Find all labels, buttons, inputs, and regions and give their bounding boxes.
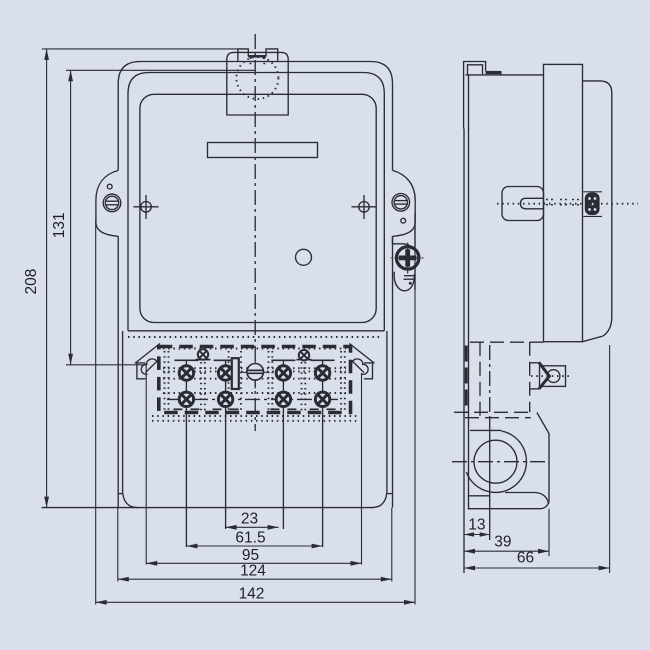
svg-text:61.5: 61.5 bbox=[235, 529, 265, 546]
svg-text:66: 66 bbox=[517, 549, 534, 566]
svg-text:124: 124 bbox=[240, 563, 266, 580]
svg-text:95: 95 bbox=[242, 547, 259, 564]
svg-text:39: 39 bbox=[494, 534, 511, 551]
svg-text:23: 23 bbox=[241, 510, 258, 527]
svg-text:131: 131 bbox=[51, 212, 68, 238]
svg-text:142: 142 bbox=[239, 586, 265, 603]
svg-text:208: 208 bbox=[23, 269, 40, 295]
svg-text:13: 13 bbox=[468, 516, 485, 533]
